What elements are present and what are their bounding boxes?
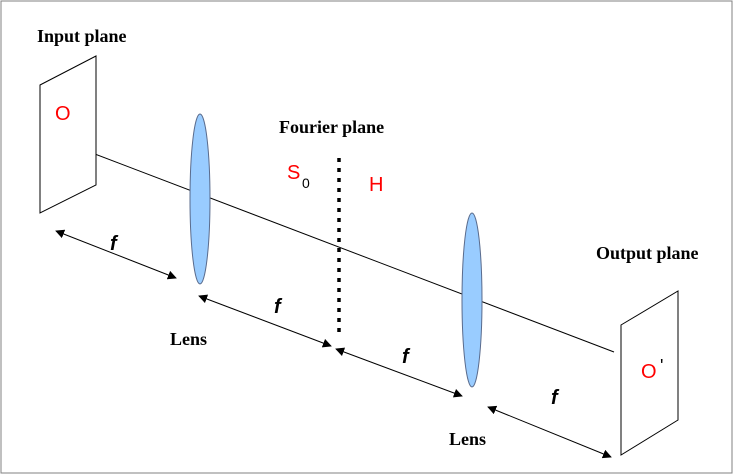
lens-right-label: Lens (449, 429, 486, 449)
focal-label-3: f (402, 346, 411, 368)
lens-left-label: Lens (170, 329, 207, 349)
focal-label-2: f (274, 296, 283, 318)
focal-arrow-4 (487, 405, 612, 459)
focal-label-4: f (551, 387, 560, 409)
input-plane-sheet (39, 55, 97, 214)
focal-arrow-1 (55, 229, 177, 280)
s-zero-subscript: 0 (302, 175, 310, 191)
input-object-symbol: O (55, 103, 71, 125)
output-prime-mark: ' (660, 356, 663, 376)
lens-left-shape (189, 113, 211, 285)
h-symbol: H (369, 174, 383, 196)
output-plane-sheet (620, 290, 679, 456)
output-plane-label: Output plane (596, 243, 699, 263)
s-zero-symbol: S (287, 162, 300, 184)
focal-arrow-2 (198, 294, 332, 348)
lens-right-shape (461, 212, 483, 388)
input-plane-label: Input plane (37, 26, 127, 46)
optical-axis-line (65, 142, 615, 353)
focal-label-1: f (110, 233, 119, 255)
fourier-plane-label: Fourier plane (279, 117, 384, 137)
focal-arrow-3 (335, 347, 463, 398)
output-object-symbol: O (641, 361, 657, 383)
